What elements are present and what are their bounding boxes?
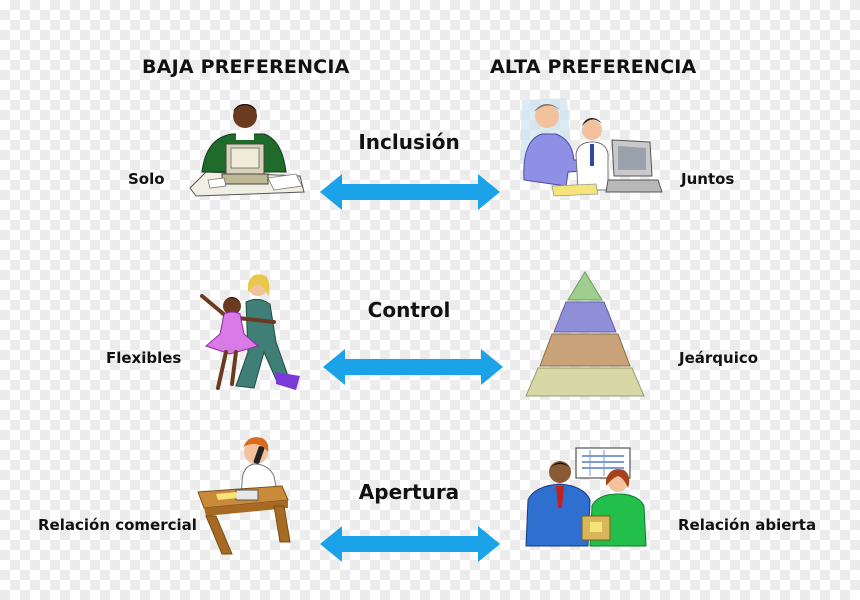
concept-control: Control <box>367 298 451 322</box>
person-on-phone-icon <box>197 437 291 555</box>
low-label-solo: Solo <box>128 170 165 188</box>
double-arrow-control <box>323 349 503 385</box>
high-label-relacion-abierta: Relación abierta <box>678 516 817 534</box>
low-label-relacion-comercial: Relación comercial <box>38 516 197 534</box>
concept-inclusion: Inclusión <box>358 130 460 154</box>
dancing-couple-icon <box>200 274 300 390</box>
concept-apertura: Apertura <box>358 480 460 504</box>
double-arrow-apertura <box>320 526 500 562</box>
pyramid-icon <box>525 271 645 397</box>
double-arrow-inclusion <box>320 174 500 210</box>
coworkers-computer-icon <box>520 98 663 197</box>
high-label-jerarquico: Jeárquico <box>679 349 759 367</box>
header-low-preference: BAJA PREFERENCIA <box>142 56 350 78</box>
person-at-desk-icon <box>189 104 305 197</box>
business-meeting-icon <box>525 447 647 547</box>
header-high-preference: ALTA PREFERENCIA <box>490 56 697 78</box>
low-label-flexibles: Flexibles <box>106 349 182 367</box>
high-label-juntos: Juntos <box>681 170 735 188</box>
